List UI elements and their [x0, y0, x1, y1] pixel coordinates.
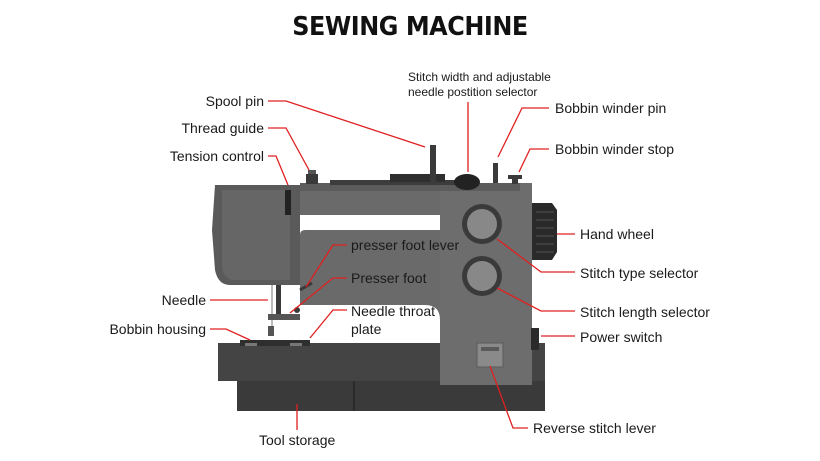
label-tension-control: Tension control: [169, 148, 264, 164]
label-reverse-stitch-lever: Reverse stitch lever: [533, 420, 656, 436]
bobbin-winder-stop: [512, 178, 518, 184]
label-spool-pin: Spool pin: [205, 93, 264, 109]
power-switch: [531, 328, 539, 350]
stitch-width-dial: [454, 174, 480, 190]
leader-stitch-length: [496, 287, 575, 312]
label-power-switch: Power switch: [580, 329, 663, 345]
label-stitch-length-selector: Stitch length selector: [580, 304, 710, 320]
label-thread-guide: Thread guide: [181, 120, 264, 136]
label-presser-foot: Presser foot: [351, 270, 427, 286]
leader-bobbin-housing: [210, 328, 251, 341]
hand-wheel: [532, 203, 557, 260]
leader-needle-throat: [309, 309, 347, 339]
needle-throat-plate: [240, 340, 310, 346]
leader-reverse-lever: [489, 365, 528, 429]
leader-tension-control: [268, 155, 289, 186]
label-needle: Needle: [161, 292, 206, 308]
leader-presser-foot-lever: [305, 244, 347, 288]
label-tool-storage: Tool storage: [259, 432, 336, 448]
label-needle-throat-line1: Needle throat: [351, 303, 436, 319]
label-presser-foot-lever: presser foot lever: [351, 237, 460, 253]
label-hand-wheel: Hand wheel: [580, 226, 654, 242]
leader-bobbin-winder-pin: [497, 107, 549, 158]
diagram-title: SEWING MACHINE: [292, 12, 528, 42]
leader-thread-guide: [268, 127, 310, 171]
label-bobbin-winder-stop: Bobbin winder stop: [555, 141, 675, 157]
label-stitch-type-selector: Stitch type selector: [580, 265, 699, 281]
label-stitch-width-line2: needle postition selector: [408, 85, 538, 99]
tension-control: [285, 190, 291, 215]
reverse-stitch-lever: [476, 342, 504, 368]
presser-foot: [268, 314, 300, 320]
label-bobbin-winder-pin: Bobbin winder pin: [555, 100, 667, 116]
label-stitch-width-line1: Stitch width and adjustable: [408, 70, 551, 84]
label-needle-throat-line2: plate: [351, 321, 382, 337]
leader-spool-pin: [268, 100, 426, 148]
leader-bobbin-winder-stop: [518, 148, 549, 173]
label-bobbin-housing: Bobbin housing: [109, 321, 206, 337]
leader-stitch-type: [496, 238, 575, 273]
spool-pin: [430, 145, 436, 183]
bobbin-winder-pin: [493, 163, 498, 183]
leader-presser-foot: [289, 277, 347, 314]
thread-guide: [306, 174, 318, 184]
